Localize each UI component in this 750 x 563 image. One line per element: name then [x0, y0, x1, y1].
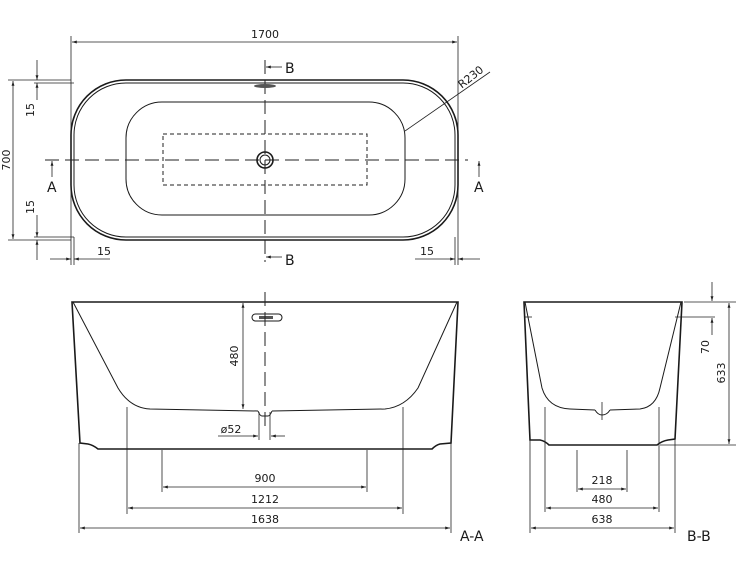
section-a-right: A	[474, 180, 484, 196]
dim-length: 1700	[251, 28, 279, 41]
section-aa-title: A-A	[460, 529, 484, 545]
dim-drain-diameter: ø52	[221, 423, 242, 436]
drain-outlet	[594, 409, 611, 416]
radius-leader	[404, 71, 491, 132]
tub-outer-profile	[523, 301, 683, 446]
section-aa-view: 480 ø52 900 1212 1638 A-A	[71, 292, 484, 545]
section-bb-view: 70 633 218 480 638 B-B	[523, 282, 736, 545]
overflow-slot	[259, 316, 273, 319]
section-b-top: B	[285, 61, 295, 77]
dim-rim-bottom: 15	[24, 200, 37, 214]
dim-width: 700	[0, 150, 13, 171]
overflow-icon	[251, 313, 283, 322]
section-bb-title: B-B	[687, 529, 711, 545]
dim-depth: 480	[228, 346, 241, 367]
dim-480: 480	[592, 493, 613, 506]
tub-inner-profile	[72, 301, 458, 412]
dim-1212: 1212	[251, 493, 279, 506]
dim-corner-radius: R230	[456, 63, 487, 91]
tub-basin	[125, 101, 406, 216]
dim-total-height: 633	[715, 363, 728, 384]
section-b-bottom: B	[285, 253, 295, 269]
tub-inner-profile	[524, 301, 682, 411]
drain-icon	[256, 151, 274, 169]
top-view: 1700 700 15 15 15 15 R230 B B A	[0, 28, 491, 269]
drain-inner	[259, 154, 271, 166]
dim-rim-right: 15	[420, 245, 434, 258]
dim-rim-top: 15	[24, 103, 37, 117]
dim-overflow-height: 70	[699, 340, 712, 354]
dim-638: 638	[592, 513, 613, 526]
dim-rim-left: 15	[97, 245, 111, 258]
overflow-icon	[254, 84, 276, 88]
section-a-left: A	[47, 180, 57, 196]
dim-1638: 1638	[251, 513, 279, 526]
tub-outer-profile	[71, 301, 459, 450]
dim-218: 218	[592, 474, 613, 487]
dim-900: 900	[255, 472, 276, 485]
